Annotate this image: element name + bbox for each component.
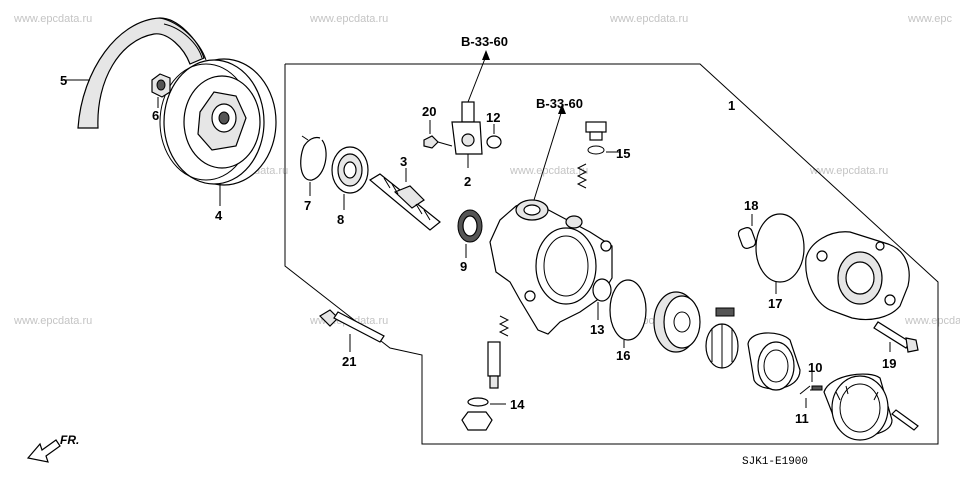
front-direction-indicator: FR. bbox=[26, 433, 79, 463]
oil-seal bbox=[457, 209, 483, 258]
callout-11: 11 bbox=[795, 411, 809, 426]
callout-21: 21 bbox=[342, 354, 356, 369]
rotor bbox=[705, 307, 739, 369]
callout-6: 6 bbox=[152, 108, 159, 123]
dowel-pin bbox=[891, 409, 919, 431]
o-ring-13 bbox=[592, 278, 612, 320]
callout-9: 9 bbox=[460, 259, 467, 274]
inlet-joint bbox=[451, 50, 490, 168]
assembly-boundary bbox=[284, 63, 939, 445]
reference-label: B-33-60 bbox=[536, 96, 583, 111]
valve-plug bbox=[461, 397, 506, 431]
flow-control-valve bbox=[487, 315, 510, 389]
o-ring-large bbox=[755, 213, 805, 294]
pump-body bbox=[489, 104, 613, 335]
side-plate bbox=[653, 291, 701, 353]
watermark: www.epcdata.ru bbox=[13, 315, 92, 327]
reference-label: B-33-60 bbox=[461, 34, 508, 49]
callout-8: 8 bbox=[337, 212, 344, 227]
watermark: www.epc bbox=[907, 13, 953, 25]
callout-20: 20 bbox=[422, 104, 436, 119]
watermark: www.epcdata.ru bbox=[904, 315, 960, 327]
watermark: www.epcdata.ru bbox=[13, 13, 92, 25]
callout-16: 16 bbox=[616, 348, 630, 363]
drive-belt bbox=[66, 17, 207, 129]
callout-12: 12 bbox=[486, 110, 500, 125]
callout-2: 2 bbox=[464, 174, 471, 189]
watermark: www.epcdata.ru bbox=[809, 165, 888, 177]
callout-14: 14 bbox=[510, 397, 525, 412]
gasket bbox=[737, 214, 757, 249]
o-ring-16 bbox=[609, 279, 647, 348]
cover-bolt bbox=[873, 321, 919, 353]
callout-15: 15 bbox=[616, 146, 630, 161]
mounting-bolt bbox=[319, 309, 385, 352]
small-bolt bbox=[423, 120, 453, 149]
callout-17: 17 bbox=[768, 296, 782, 311]
relief-spring bbox=[576, 163, 588, 189]
callout-3: 3 bbox=[400, 154, 407, 169]
bearing bbox=[331, 146, 369, 210]
callout-4: 4 bbox=[215, 208, 223, 223]
direction-label: FR. bbox=[60, 433, 79, 447]
watermark: www.epcdata.ru bbox=[609, 13, 688, 25]
callout-10: 10 bbox=[808, 360, 822, 375]
callout-5: 5 bbox=[60, 73, 67, 88]
outlet-plug bbox=[585, 121, 620, 155]
watermark: www.epcdata.ru bbox=[309, 13, 388, 25]
pump-cover bbox=[805, 231, 910, 321]
pulley-nut bbox=[151, 73, 171, 108]
watermark: www.epcdata.ru bbox=[509, 165, 588, 177]
pins bbox=[799, 372, 823, 408]
diagram-code: SJK1-E1900 bbox=[742, 456, 808, 468]
callout-19: 19 bbox=[882, 356, 896, 371]
callout-18: 18 bbox=[744, 198, 758, 213]
rear-housing bbox=[823, 373, 893, 441]
cam-ring bbox=[747, 332, 801, 391]
pump-shaft bbox=[368, 168, 441, 231]
callout-7: 7 bbox=[304, 198, 311, 213]
front-arrow-icon bbox=[26, 439, 61, 463]
callout-numbers: 1 2 3 4 5 6 7 8 9 10 11 12 13 14 15 16 1… bbox=[60, 73, 896, 426]
o-ring-small bbox=[486, 124, 502, 149]
pulley bbox=[159, 58, 277, 206]
callout-13: 13 bbox=[590, 322, 604, 337]
snap-ring bbox=[300, 135, 327, 196]
callout-1: 1 bbox=[728, 98, 735, 113]
